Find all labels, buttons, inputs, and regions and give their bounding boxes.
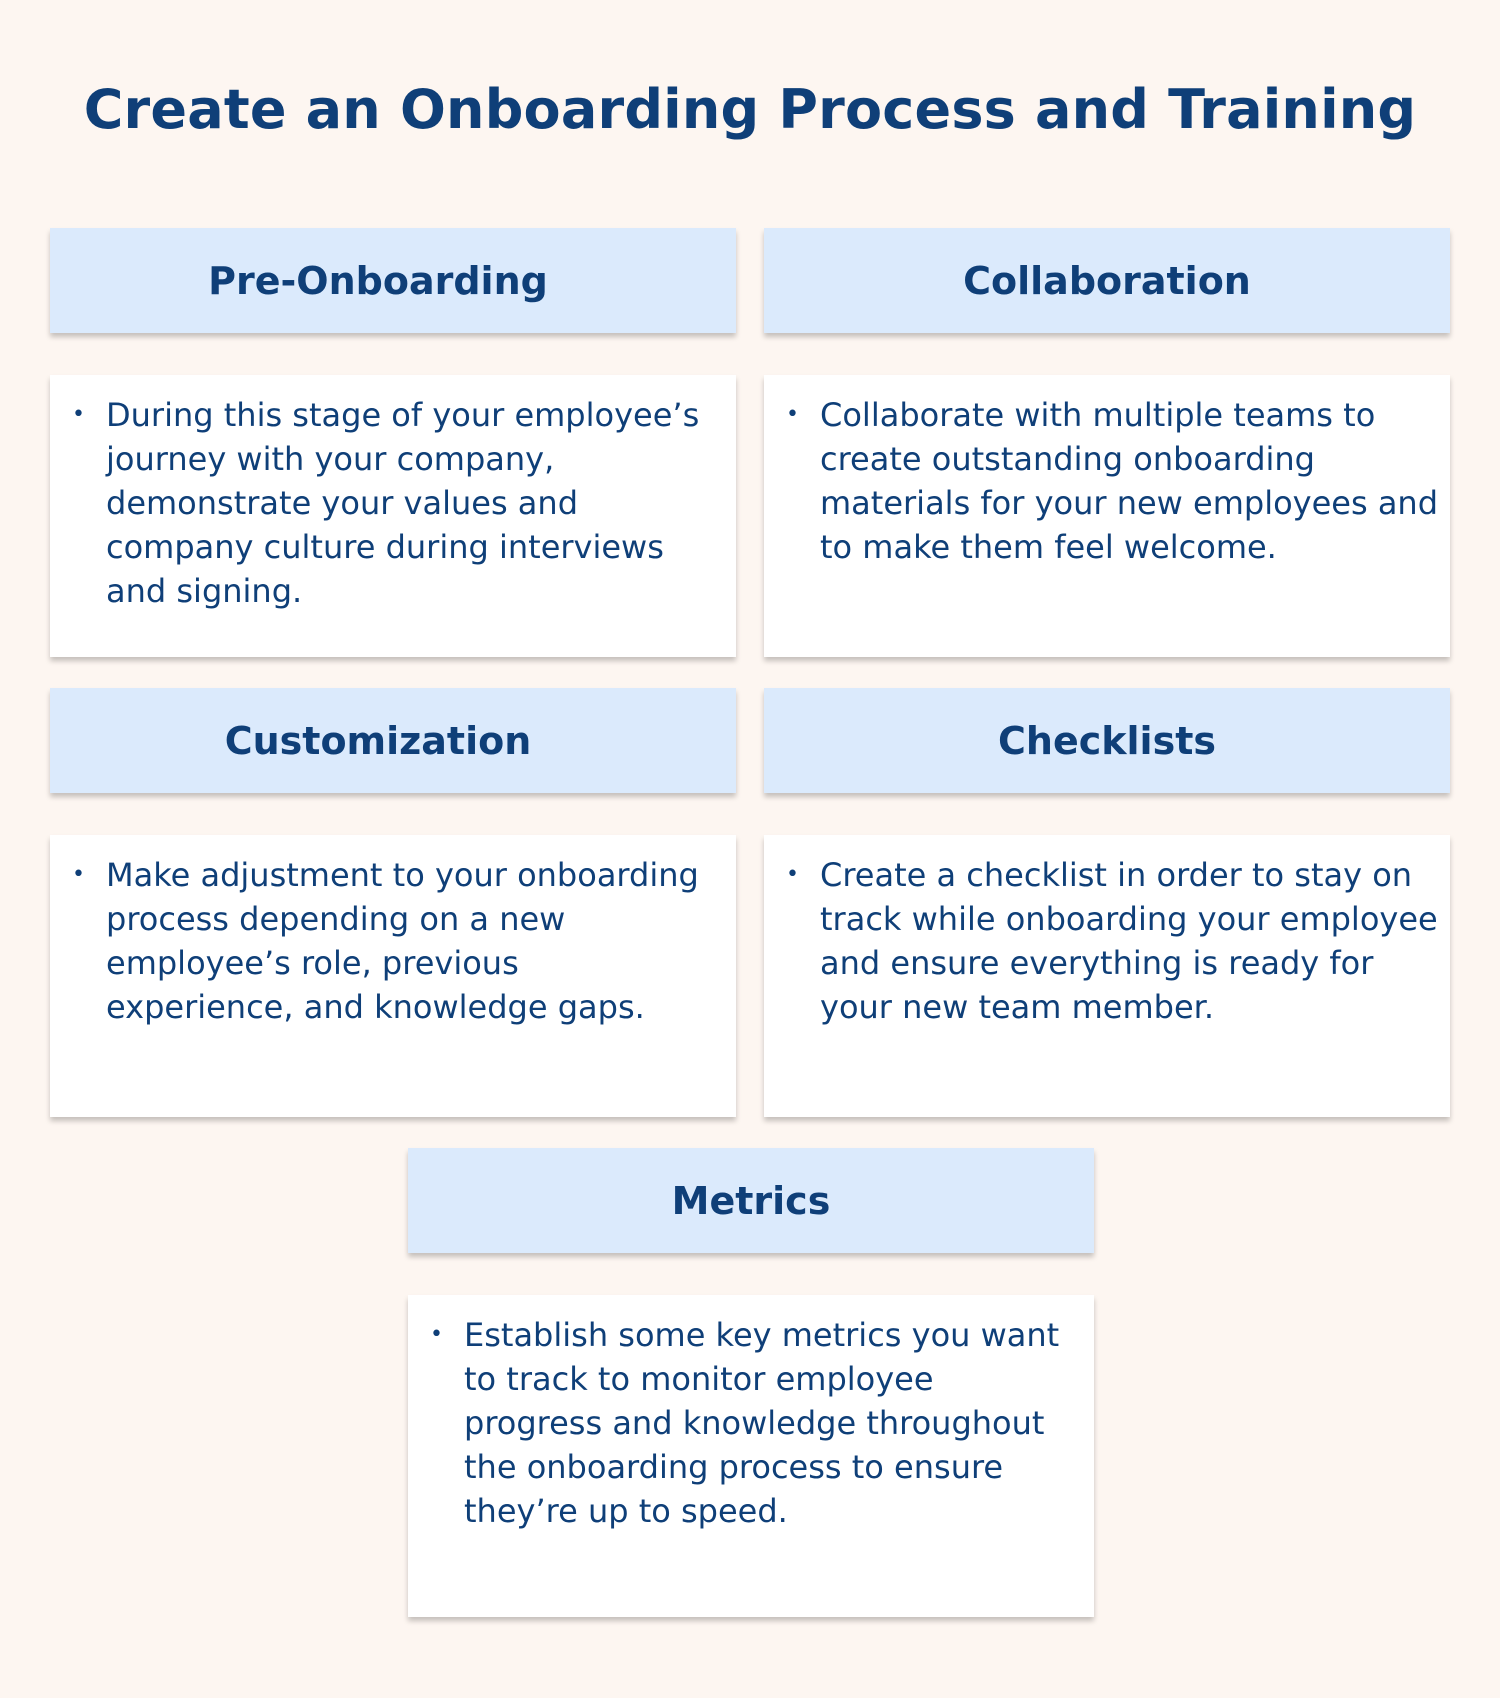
section-header-pre-onboarding: Pre-Onboarding [50,228,736,333]
section-heading: Metrics [671,1178,831,1223]
section-header-metrics: Metrics [408,1148,1094,1253]
section-header-customization: Customization [50,688,736,793]
page-title: Create an Onboarding Process and Trainin… [83,78,1417,141]
section-body-text: Make adjustment to your onboarding proce… [106,856,699,1026]
bullet-icon: • [786,402,799,427]
bullet-icon: • [72,862,85,887]
section-header-checklists: Checklists [764,688,1450,793]
section-heading: Checklists [998,718,1216,763]
bullet-icon: • [430,1322,443,1347]
section-heading: Pre-Onboarding [208,258,548,303]
section-card-customization: • Make adjustment to your onboarding pro… [50,835,736,1117]
bullet-icon: • [72,402,85,427]
section-card-pre-onboarding: • During this stage of your employee’s j… [50,375,736,657]
section-card-collaboration: • Collaborate with multiple teams to cre… [764,375,1450,657]
section-card-checklists: • Create a checklist in order to stay on… [764,835,1450,1117]
section-body-text: Establish some key metrics you want to t… [464,1316,1060,1530]
section-body-text: Collaborate with multiple teams to creat… [820,396,1439,566]
bullet-icon: • [786,862,799,887]
section-header-collaboration: Collaboration [764,228,1450,333]
section-heading: Collaboration [963,258,1251,303]
section-body-text: During this stage of your employee’s jou… [106,396,700,610]
section-card-metrics: • Establish some key metrics you want to… [408,1295,1094,1617]
section-body-text: Create a checklist in order to stay on t… [820,856,1438,1026]
section-heading: Customization [224,718,532,763]
